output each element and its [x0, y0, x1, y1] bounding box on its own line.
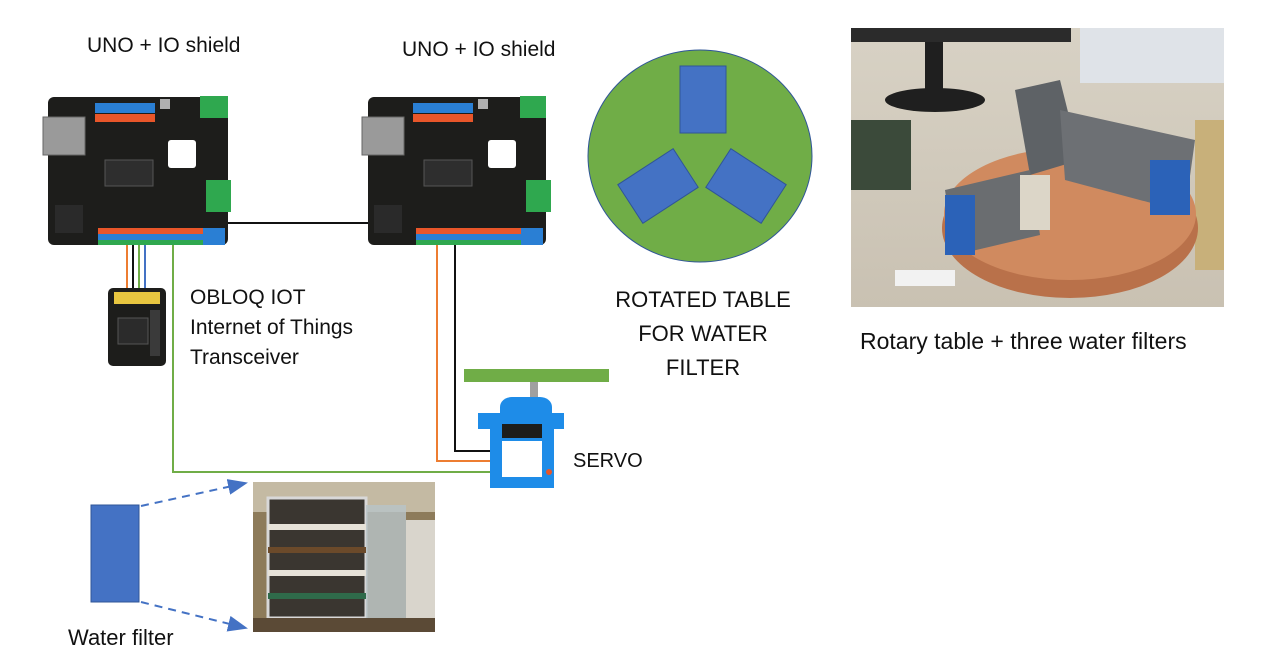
uno-board-left	[42, 96, 231, 245]
water-filter-zoom	[90, 479, 248, 632]
obloq-module	[108, 288, 166, 366]
obloq-label-line-3: Transceiver	[190, 346, 299, 369]
rotary-table-photo	[851, 28, 1224, 307]
water-filter-block	[90, 504, 140, 603]
rotary-table-caption: Rotary table + three water filters	[860, 328, 1187, 354]
obloq-label-line-2: Internet of Things	[190, 316, 354, 339]
servo-horn	[464, 369, 609, 382]
water-filter-label: Water filter	[68, 625, 174, 650]
uno-board-right	[361, 96, 551, 245]
filter-slot-right	[705, 148, 787, 224]
obloq-label-line-1: OBLOQ IOT	[190, 286, 306, 309]
green-signal-wire	[172, 245, 492, 473]
black-ground-wire	[454, 243, 492, 452]
water-filter-photo	[253, 482, 435, 632]
rotated-table-diagram	[587, 49, 813, 263]
uno-left-label: UNO + IO shield	[87, 34, 241, 57]
wires	[126, 222, 492, 473]
uno-right-label: UNO + IO shield	[402, 38, 556, 61]
orange-power-wire	[436, 243, 492, 462]
rotated-table-label: ROTATED TABLE FOR WATER FILTER	[603, 283, 803, 385]
servo-motor	[464, 369, 609, 488]
filter-slot-left	[617, 148, 699, 224]
obloq-label: OBLOQ IOT Internet of Things Transceiver	[190, 283, 353, 373]
rotated-table-label-line-2: FOR WATER	[638, 321, 768, 346]
zoom-arrow-top	[140, 479, 248, 507]
rotated-table-label-line-3: FILTER	[665, 355, 741, 380]
rotated-table-label-line-1: ROTATED TABLE	[615, 287, 791, 312]
servo-label: SERVO	[573, 450, 643, 472]
zoom-arrow-bottom	[140, 601, 248, 632]
filter-slot-top	[679, 65, 727, 134]
